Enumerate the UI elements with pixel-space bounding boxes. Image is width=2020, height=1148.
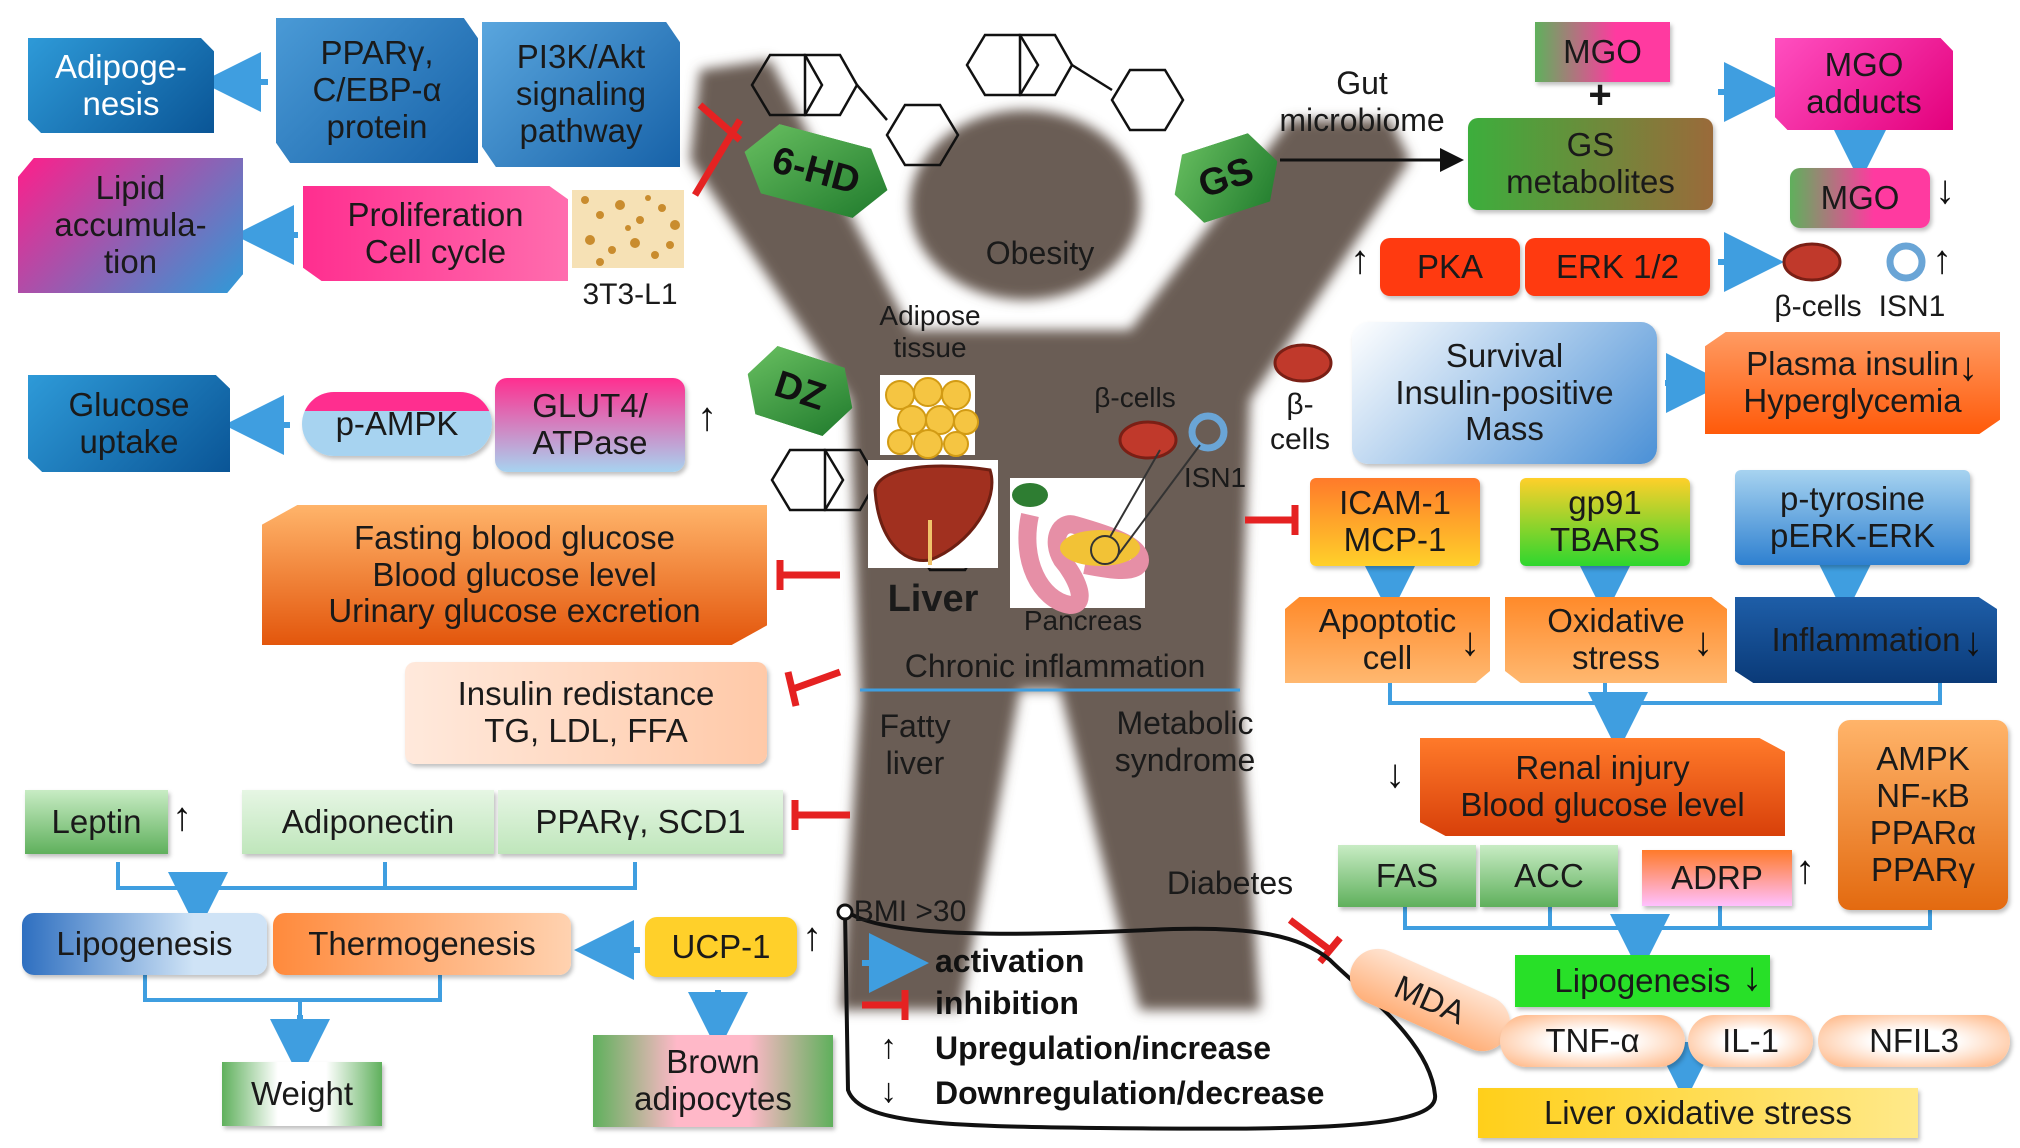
- inhibition-markers: [691, 102, 1343, 965]
- ppar-cebp-box: PPARγ, C/EBP-α protein: [276, 18, 478, 163]
- diabetes-label: Diabetes: [1166, 865, 1294, 901]
- beta-cell-center-icon: [1118, 420, 1178, 460]
- brown-adipocytes-box: Brown adipocytes: [593, 1035, 833, 1127]
- icam-mcp-box: ICAM-1 MCP-1: [1310, 478, 1480, 566]
- insulin-resistance-box: Insulin redistance TG, LDL, FFA: [405, 662, 767, 764]
- leptin-box: Leptin: [25, 790, 168, 854]
- lipogenesis-right-box: Lipogenesis: [1515, 955, 1770, 1007]
- connector-lines: [116, 680, 1942, 1015]
- inflammation-down-arrow: ↓: [1963, 620, 1983, 664]
- legend-down-arrow: ↓: [880, 1072, 897, 1110]
- adrp-up-arrow: ↑: [1795, 848, 1815, 892]
- ucp1-box: UCP-1: [645, 917, 797, 977]
- beta-cells-center-label: β-cells: [1094, 382, 1176, 413]
- glucose-uptake-box: Glucose uptake: [28, 375, 230, 472]
- 3t3-l1-cells-image: [572, 190, 684, 268]
- adipogenesis-box: Adipoge- nesis: [28, 38, 214, 133]
- legend-up-arrow: ↑: [880, 1028, 897, 1066]
- isn1-up-arrow: ↑: [1932, 238, 1952, 282]
- beta-cell-mid-icon: [1273, 343, 1333, 383]
- ucp1-up-arrow: ↑: [802, 915, 822, 959]
- obesity-label: Obesity: [985, 235, 1095, 271]
- plasma-down-arrow: ↓: [1958, 345, 1978, 389]
- lipid-accumulation-box: Lipid accumula- tion: [18, 158, 243, 293]
- legend-inhibition: inhibition: [935, 985, 1079, 1021]
- apoptotic-cell-box: Apoptotic cell: [1285, 597, 1490, 683]
- leptin-up-arrow: ↑: [172, 795, 192, 839]
- gp91-tbars-box: gp91 TBARS: [1520, 478, 1690, 566]
- acc-box: ACC: [1480, 845, 1618, 907]
- apoptotic-down-arrow: ↓: [1460, 620, 1480, 664]
- renal-down-arrow: ↓: [1385, 752, 1405, 796]
- p-tyrosine-box: p-tyrosine pERK-ERK: [1735, 470, 1970, 565]
- pka-box: PKA: [1380, 238, 1520, 296]
- liver-image: [868, 460, 998, 568]
- ppar-scd1-box: PPARγ, SCD1: [498, 790, 783, 854]
- adipose-tissue-label: Adipose tissue: [879, 300, 981, 364]
- legend-outline: [842, 905, 1438, 1131]
- legend-upregulation: Upregulation/increase: [935, 1030, 1272, 1066]
- metabolic-syndrome-label: Metabolic syndrome: [1114, 705, 1256, 778]
- fasting-glucose-box: Fasting blood glucose Blood glucose leve…: [262, 505, 767, 645]
- p-ampk-box: p-AMPK: [302, 392, 492, 456]
- activation-arrows: [168, 52, 1890, 1102]
- legend-downregulation: Downregulation/decrease: [935, 1075, 1325, 1111]
- molecule-6hd: [750, 53, 960, 167]
- pancreas-label: Pancreas: [1023, 605, 1143, 636]
- 3t3-l1-label: 3T3-L1: [582, 278, 678, 311]
- survival-box: Survival Insulin-positive Mass: [1352, 322, 1657, 464]
- adrp-box: ADRP: [1642, 850, 1792, 906]
- glut4-atpase-box: GLUT4/ ATPase: [495, 378, 685, 472]
- nfil3-box: NFIL3: [1818, 1015, 2010, 1067]
- liver-oxidative-stress-box: Liver oxidative stress: [1478, 1088, 1918, 1138]
- plus-sign: +: [1588, 73, 1612, 117]
- gs-metabolites-box: GS metabolites: [1468, 118, 1713, 210]
- beta-cells-right-label: β-cells: [1774, 290, 1862, 323]
- glut4-up-arrow: ↑: [697, 395, 717, 439]
- adipose-tissue-image: [880, 375, 979, 459]
- oxidative-down-arrow: ↓: [1693, 620, 1713, 664]
- fatty-liver-label: Fatty liver: [879, 708, 951, 781]
- ampk-nfkb-box: AMPK NF-κB PPARα PPARγ: [1838, 720, 2008, 910]
- oxidative-stress-box: Oxidative stress: [1505, 597, 1727, 683]
- renal-injury-box: Renal injury Blood glucose level: [1420, 738, 1785, 836]
- beta-cell-top-icon: [1782, 242, 1842, 282]
- pi3k-akt-box: PI3K/Akt signaling pathway: [482, 22, 680, 167]
- fas-box: FAS: [1338, 845, 1476, 907]
- thermogenesis-box: Thermogenesis: [273, 913, 571, 975]
- inflammation-box: Inflammation: [1735, 597, 1997, 683]
- isn1-center-icon: [1188, 412, 1228, 452]
- chronic-inflammation-label: Chronic inflammation: [904, 648, 1206, 684]
- gut-microbiome-label: Gut microbiome: [1279, 65, 1445, 138]
- isn1-right-label: ISN1: [1878, 290, 1946, 323]
- lipogenesis-down-arrow: ↓: [1742, 955, 1762, 999]
- il1-box: IL-1: [1688, 1015, 1813, 1067]
- bmi-dot: [836, 903, 854, 921]
- lipogenesis-left-box: Lipogenesis: [22, 913, 267, 975]
- legend-activation: activation: [935, 943, 1085, 979]
- proliferation-box: Proliferation Cell cycle: [303, 186, 568, 281]
- mgo-adducts-box: MGO adducts: [1775, 38, 1953, 130]
- erk12-box: ERK 1/2: [1525, 238, 1710, 296]
- plasma-insulin-box: Plasma insulin Hyperglycemia: [1705, 332, 2000, 434]
- adiponectin-box: Adiponectin: [242, 790, 494, 854]
- mgo-top-box: MGO: [1535, 22, 1670, 82]
- isn1-top-icon: [1886, 242, 1926, 282]
- pka-up-arrow: ↑: [1350, 238, 1370, 282]
- liver-label: Liver: [887, 578, 979, 620]
- molecule-gs: [965, 33, 1185, 132]
- pancreas-image: [1010, 444, 1201, 615]
- bmi-label: BMI >30: [853, 895, 967, 928]
- beta-cells-mid-label: β- cells: [1269, 388, 1330, 456]
- mgo-down-box: MGO: [1790, 168, 1930, 228]
- weight-box: Weight: [222, 1062, 382, 1126]
- mgo-down-arrow: ↓: [1935, 168, 1955, 212]
- isn1-center-label: ISN1: [1183, 462, 1247, 493]
- tnf-alpha-box: TNF-α: [1500, 1015, 1685, 1067]
